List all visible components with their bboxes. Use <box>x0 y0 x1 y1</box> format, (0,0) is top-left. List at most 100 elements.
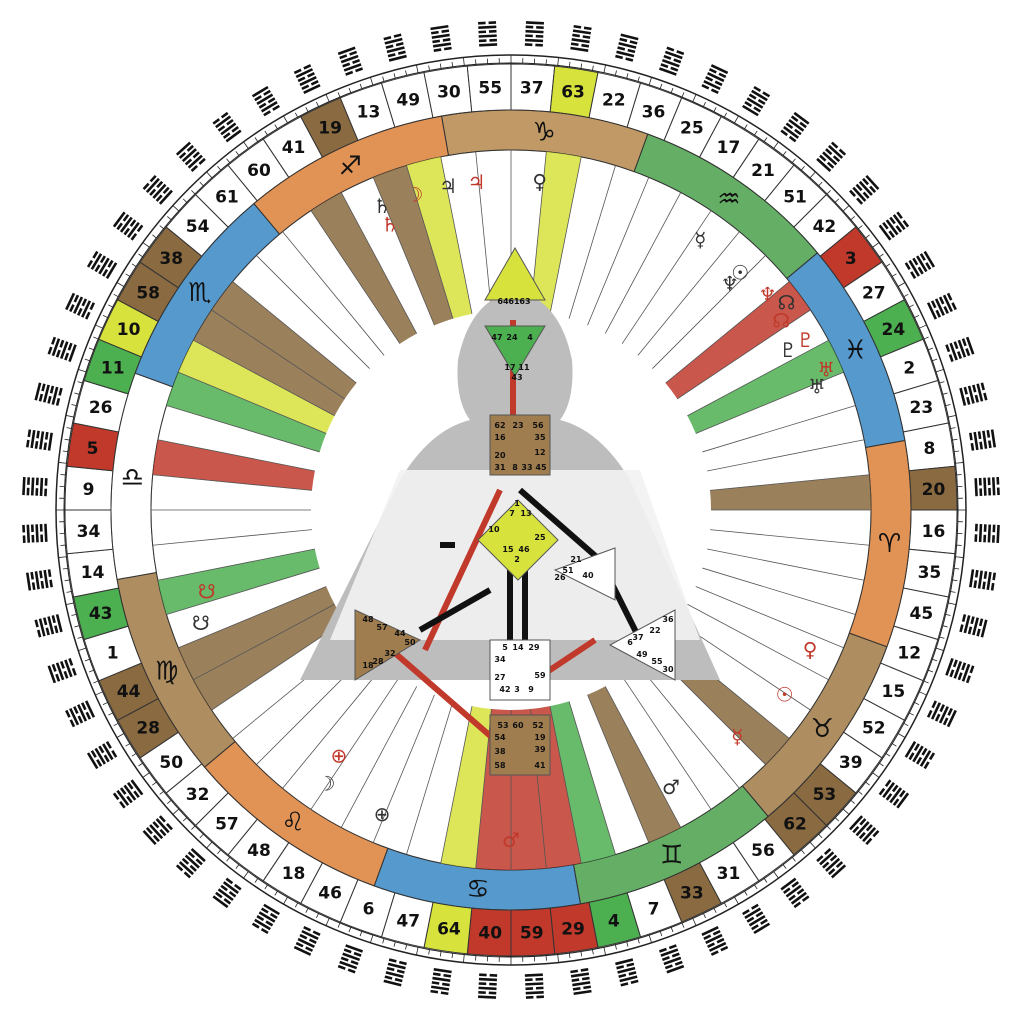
gate-number: 60 <box>247 161 271 181</box>
activation-wedge <box>157 549 320 615</box>
hexagram-icon <box>524 21 544 47</box>
activation-wedge <box>211 281 357 399</box>
planet-icon: ♇ <box>796 328 814 352</box>
hexagram-icon <box>926 292 957 320</box>
gate-number: 53 <box>813 785 837 805</box>
hexagram-icon <box>478 973 498 999</box>
heart-center <box>553 547 616 601</box>
hexagram-icon <box>478 21 498 47</box>
throat-center <box>489 414 551 476</box>
gate-number: 20 <box>922 480 946 500</box>
gate-number: 45 <box>909 604 933 624</box>
gate-number: 4 <box>608 911 620 931</box>
planet-icon: ♃ <box>439 174 457 198</box>
gate-label: 12 <box>534 448 545 457</box>
hexagram-icon <box>780 877 810 909</box>
gate-label: 5 <box>502 643 508 652</box>
gate-number: 41 <box>282 138 306 158</box>
gate-label: 10 <box>488 525 500 534</box>
activation-wedge <box>440 706 492 869</box>
hexagram-icon <box>904 741 936 770</box>
planet-icon: ♃ <box>468 170 486 194</box>
hexagram-icon <box>878 779 910 809</box>
gate-label: 41 <box>534 761 546 770</box>
gate-number: 27 <box>862 284 886 304</box>
hexagram-icon <box>570 24 592 52</box>
gate-number: 10 <box>117 320 141 340</box>
gate-number: 36 <box>642 103 666 123</box>
planet-icon: ☋ <box>192 611 210 635</box>
hexagram-icon <box>904 250 936 279</box>
hexagram-icon <box>816 848 847 879</box>
gate-label: 20 <box>494 451 506 460</box>
hexagram-icon <box>86 250 118 279</box>
hexagram-icon <box>25 429 53 451</box>
activation-wedge <box>193 309 345 416</box>
hexagram-icon <box>969 429 997 451</box>
gate-label: 45 <box>535 463 547 472</box>
hexagram-icon <box>430 968 452 996</box>
gate-label: 24 <box>506 333 518 342</box>
gate-number: 46 <box>318 883 342 903</box>
gate-label: 11 <box>518 363 530 372</box>
planet-icon: ♅ <box>808 374 826 398</box>
gate-number: 6 <box>363 899 375 919</box>
planet-icon: ☽ <box>406 182 424 206</box>
gate-number: 32 <box>186 785 210 805</box>
hexagram-icon <box>337 944 364 974</box>
gate-label: 35 <box>534 433 546 442</box>
planet-icon: ☊ <box>772 309 790 333</box>
gate-number: 28 <box>136 718 160 738</box>
gate-number: 7 <box>648 899 660 919</box>
hexagram-icon <box>142 174 173 205</box>
gate-number: 61 <box>215 188 239 208</box>
hexagram-icon <box>742 903 771 935</box>
gate-label: 9 <box>528 685 534 694</box>
hexagram-icon <box>86 741 118 770</box>
gate-number: 18 <box>282 864 306 884</box>
gate-label: 23 <box>512 421 523 430</box>
hexagram-icon <box>701 925 729 956</box>
gate-label: 38 <box>494 747 506 756</box>
planet-icon: ♂ <box>662 775 680 799</box>
hexagram-icon <box>25 569 53 591</box>
planet-icon: ☽ <box>317 772 335 796</box>
gate-label: 30 <box>662 665 674 674</box>
zodiac-sign-icon: ♋ <box>466 875 489 905</box>
hexagram-icon <box>251 85 280 117</box>
zodiac-sign-icon: ♊ <box>660 840 683 870</box>
gate-number: 40 <box>478 923 502 943</box>
hexagram-icon <box>959 614 988 638</box>
gate-label: 60 <box>512 721 524 730</box>
gate-number: 30 <box>437 83 461 103</box>
gate-number: 58 <box>136 284 160 304</box>
hexagram-icon <box>293 925 321 956</box>
activation-wedge <box>166 372 327 452</box>
solar-plexus-center <box>608 609 676 681</box>
gate-label: 57 <box>376 623 387 632</box>
gate-label: 13 <box>520 509 531 518</box>
hexagram-icon <box>742 85 771 117</box>
hexagram-icon <box>22 477 48 497</box>
gate-label: 50 <box>404 638 416 647</box>
zodiac-sign-ring: ♑♒♓♈♉♊♋♌♍♎♏♐ <box>110 109 912 911</box>
hexagram-icon <box>112 211 144 241</box>
gate-label: 56 <box>532 421 544 430</box>
gate-label: 28 <box>372 657 384 666</box>
activation-wedge <box>687 340 844 434</box>
gate-number: 24 <box>882 320 906 340</box>
activation-wedge <box>665 281 811 399</box>
gate-number: 15 <box>882 682 906 702</box>
gate-label: 44 <box>394 629 406 638</box>
planet-icon: ♀ <box>532 169 547 193</box>
hexagram-icon <box>112 779 144 809</box>
ajna-center <box>484 325 546 377</box>
hexagram-icon <box>47 336 77 363</box>
gate-label: 51 <box>562 566 574 575</box>
planet-icon: ♄ <box>373 194 391 218</box>
planet-icon: ☿ <box>694 228 706 252</box>
hexagram-icon <box>816 141 847 172</box>
hexagram-icon <box>969 569 997 591</box>
hexagram-icon <box>65 700 96 728</box>
